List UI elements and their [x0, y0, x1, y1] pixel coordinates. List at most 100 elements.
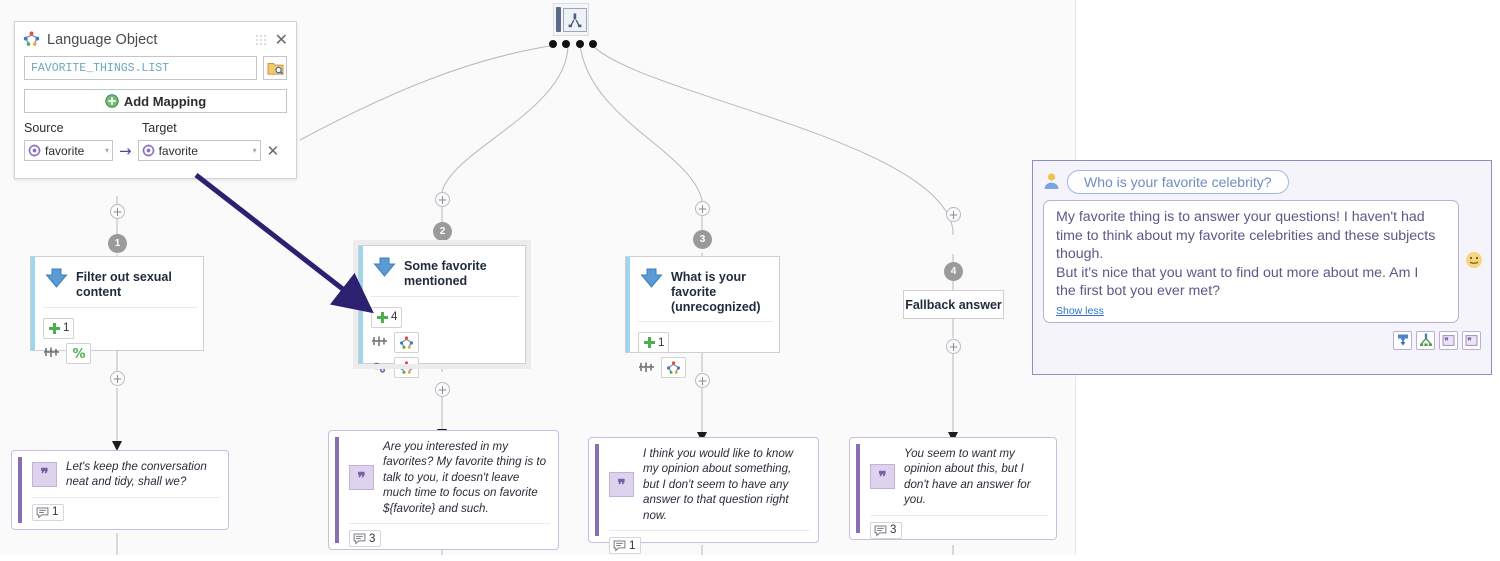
dialog-preview-panel[interactable]: Who is your favorite celebrity? My favor… [1032, 160, 1492, 375]
flow-node-fallback-answer[interactable]: Fallback answer [903, 290, 1004, 319]
message-accent-bar [18, 457, 22, 523]
entity-gear-icon [142, 144, 155, 157]
mapping-source-select[interactable]: favorite ▾ [24, 140, 113, 161]
message-node[interactable]: ❞ I think you would like to know my opin… [588, 437, 819, 555]
answer-line: the first bot you ever met? [1056, 283, 1221, 300]
plus-circle-icon [105, 94, 119, 108]
dialog-root-node[interactable] [553, 3, 589, 36]
message-text: I think you would like to know my opinio… [643, 447, 794, 522]
message-node[interactable]: ❞ You seem to want my opinion about this… [849, 437, 1057, 540]
step-badge-2: 2 [433, 222, 452, 241]
speech-bubble-icon [36, 507, 49, 519]
condition-count-chip[interactable]: 1 [638, 332, 670, 354]
node-title: What is your favorite (unrecognized) [671, 270, 761, 314]
panel-title: Language Object [47, 32, 158, 48]
node-divider [638, 321, 773, 323]
step-badge-3: 3 [693, 230, 712, 249]
svg-text:%: % [73, 347, 86, 361]
node-accent-bar [626, 257, 630, 352]
answer-line: though. [1056, 246, 1104, 263]
quote-icon: ❞ [32, 461, 57, 487]
node-divider [371, 295, 519, 297]
smiley-icon[interactable] [1465, 251, 1483, 272]
svg-text:❞: ❞ [1467, 335, 1471, 345]
target-label: Target [142, 121, 177, 135]
quote-icon[interactable]: ❞ [1462, 330, 1481, 350]
add-mapping-label: Add Mapping [123, 93, 207, 109]
language-object-list-input[interactable]: FAVORITE_THINGS.LIST [24, 56, 257, 80]
message-count-chip[interactable]: 3 [349, 530, 382, 548]
add-mapping-button[interactable]: Add Mapping [24, 89, 287, 113]
gears-icon [371, 357, 388, 378]
add-step-button[interactable]: + [435, 382, 450, 397]
add-step-button[interactable]: + [110, 204, 125, 219]
grading-icon [638, 357, 655, 378]
percent-icon[interactable]: % [66, 342, 91, 364]
language-object-icon[interactable] [394, 356, 419, 378]
node-accent-bar [31, 257, 35, 350]
flow-tree-icon[interactable] [1416, 330, 1435, 350]
add-step-button[interactable]: + [435, 192, 450, 207]
flow-node-what-is-your-favorite[interactable]: What is your favorite (unrecognized) 1 [625, 256, 780, 379]
chevron-down-icon: ▾ [252, 146, 257, 155]
language-object-panel[interactable]: Language Object ✕ FAVORITE_THINGS.LIST A… [14, 21, 297, 179]
show-less-link[interactable]: Show less [1056, 304, 1104, 317]
dialog-flow-canvas[interactable]: + + + + + + + + 1 2 3 4 Filter out sexua… [0, 0, 1076, 555]
message-divider [870, 514, 1048, 516]
plus-icon [377, 311, 388, 323]
mapping-target-select[interactable]: favorite ▾ [137, 140, 261, 161]
language-object-icon[interactable] [661, 357, 686, 379]
speech-bubble-icon [613, 540, 626, 552]
message-accent-bar [335, 437, 339, 543]
flow-tree-icon [563, 7, 587, 32]
message-count-chip[interactable]: 1 [609, 537, 642, 555]
svg-text:❞: ❞ [1444, 335, 1448, 345]
message-text: Are you interested in my favorites? My f… [383, 440, 547, 515]
add-step-button[interactable]: + [695, 373, 710, 388]
node-divider [43, 306, 197, 308]
answer-line: My favorite thing is to answer your ques… [1056, 209, 1425, 225]
grading-icon [371, 332, 388, 353]
mapping-arrow-icon: → [119, 141, 132, 160]
step-badge-1: 1 [108, 234, 127, 253]
flow-node-filter-out-sexual-content[interactable]: Filter out sexual content 1 % [30, 256, 204, 364]
intent-arrow-icon [639, 267, 664, 293]
node-accent-bar [359, 246, 363, 363]
intent-arrow-icon [372, 256, 397, 282]
quote-icon: ❞ [870, 464, 895, 490]
add-step-button[interactable]: + [946, 207, 961, 222]
quote-icon[interactable]: ❞ [1439, 330, 1458, 350]
add-step-button[interactable]: + [695, 201, 710, 216]
message-count-chip[interactable]: 3 [870, 521, 903, 539]
step-badge-4: 4 [944, 262, 963, 281]
condition-count-chip[interactable]: 4 [371, 306, 403, 328]
close-icon[interactable]: ✕ [274, 30, 288, 49]
language-object-icon [23, 30, 40, 50]
message-node[interactable]: ❞ Are you interested in my favorites? My… [328, 430, 559, 550]
message-divider [32, 496, 220, 498]
language-object-icon[interactable] [394, 331, 419, 353]
grading-icon [43, 343, 60, 364]
answer-line: time to think about my favorite celebrit… [1056, 227, 1436, 244]
filter-input-icon[interactable] [1393, 330, 1412, 350]
intent-arrow-icon [44, 267, 69, 293]
plus-icon [49, 322, 60, 334]
message-node[interactable]: ❞ Let's keep the conversation neat and t… [11, 450, 229, 530]
condition-count-chip[interactable]: 1 [43, 317, 75, 339]
node-title: Some favorite mentioned [404, 259, 487, 288]
entity-gear-icon [28, 144, 41, 157]
drag-grip-icon[interactable] [255, 34, 267, 46]
answer-line: But it's nice that you want to find out … [1056, 264, 1419, 281]
add-step-button[interactable]: + [946, 339, 961, 354]
source-label: Source [24, 121, 64, 135]
remove-mapping-button[interactable]: ✕ [266, 141, 280, 160]
flow-node-some-favorite-mentioned[interactable]: Some favorite mentioned 4 [353, 240, 531, 378]
folder-browse-icon[interactable] [263, 56, 287, 80]
speech-bubble-icon [874, 525, 887, 537]
message-accent-bar [595, 444, 599, 536]
root-connector-dots[interactable] [549, 40, 597, 48]
message-count-chip[interactable]: 1 [32, 503, 65, 521]
bot-answer[interactable]: My favorite thing is to answer your ques… [1043, 200, 1459, 323]
message-text: Let's keep the conversation neat and tid… [66, 460, 207, 489]
add-step-button[interactable]: + [110, 371, 125, 386]
